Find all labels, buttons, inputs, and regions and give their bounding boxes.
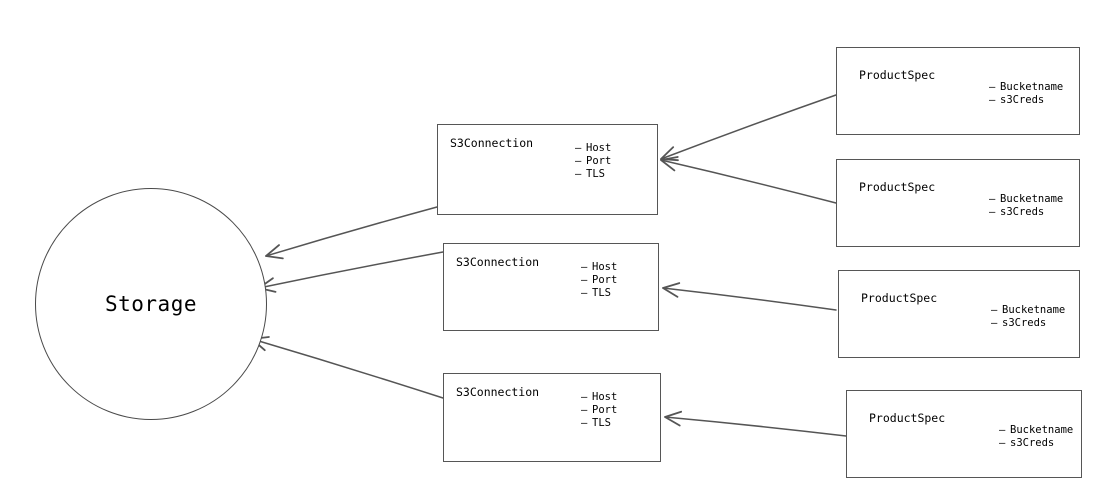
field-row: –s3Creds bbox=[999, 437, 1073, 450]
field-row: –Bucketname bbox=[991, 304, 1065, 317]
field-row: –Host bbox=[581, 261, 617, 274]
field-row: –Bucketname bbox=[989, 193, 1063, 206]
field-label: Port bbox=[592, 404, 618, 416]
field-label: Bucketname bbox=[1010, 424, 1074, 436]
dash-bullet-icon: – bbox=[581, 404, 588, 416]
field-label: TLS bbox=[592, 287, 611, 299]
field-row: –s3Creds bbox=[989, 206, 1063, 219]
s3-connection-title-1: S3Connection bbox=[450, 136, 534, 150]
product-spec-title-4: ProductSpec bbox=[869, 411, 946, 425]
dash-bullet-icon: – bbox=[989, 94, 996, 106]
s3-connection-fields-3: –Host –Port –TLS bbox=[581, 391, 617, 430]
s3-connection-box-3[interactable]: S3Connection –Host –Port –TLS bbox=[443, 373, 661, 462]
dash-bullet-icon: – bbox=[575, 155, 582, 167]
field-row: –TLS bbox=[575, 168, 611, 181]
dash-bullet-icon: – bbox=[581, 261, 588, 273]
product-spec-fields-2: –Bucketname –s3Creds bbox=[989, 193, 1063, 219]
edge-line bbox=[660, 159, 837, 204]
edge-line bbox=[664, 416, 847, 437]
field-row: –s3Creds bbox=[991, 317, 1065, 330]
field-label: Port bbox=[592, 274, 618, 286]
field-label: Bucketname bbox=[1000, 81, 1064, 93]
field-label: Host bbox=[592, 391, 618, 403]
dash-bullet-icon: – bbox=[989, 206, 996, 218]
dash-bullet-icon: – bbox=[991, 304, 998, 316]
edge-arrowhead-icon bbox=[664, 410, 683, 427]
dash-bullet-icon: – bbox=[581, 417, 588, 429]
field-label: s3Creds bbox=[1000, 206, 1045, 218]
dash-bullet-icon: – bbox=[575, 168, 582, 180]
field-label: s3Creds bbox=[1002, 317, 1047, 329]
product-spec-fields-3: –Bucketname –s3Creds bbox=[991, 304, 1065, 330]
field-row: –TLS bbox=[581, 417, 617, 430]
field-row: –Port bbox=[581, 404, 617, 417]
field-row: –Port bbox=[575, 155, 611, 168]
edge-arrowhead-icon bbox=[660, 146, 679, 162]
product-spec-fields-1: –Bucketname –s3Creds bbox=[989, 81, 1063, 107]
dash-bullet-icon: – bbox=[575, 142, 582, 154]
field-row: –s3Creds bbox=[989, 94, 1063, 107]
field-label: s3Creds bbox=[1010, 437, 1055, 449]
s3-connection-box-2[interactable]: S3Connection –Host –Port –TLS bbox=[443, 243, 659, 331]
edge-line bbox=[662, 287, 837, 311]
field-row: –Bucketname bbox=[989, 81, 1063, 94]
product-spec-title-3: ProductSpec bbox=[861, 291, 938, 305]
product-spec-box-1[interactable]: ProductSpec –Bucketname –s3Creds bbox=[836, 47, 1080, 135]
field-row: –Bucketname bbox=[999, 424, 1073, 437]
storage-node[interactable]: Storage bbox=[35, 188, 267, 420]
field-row: –TLS bbox=[581, 287, 617, 300]
s3-connection-title-2: S3Connection bbox=[456, 255, 540, 269]
edge-arrowhead-icon bbox=[662, 282, 681, 298]
field-label: Host bbox=[592, 261, 618, 273]
dash-bullet-icon: – bbox=[989, 81, 996, 93]
product-spec-box-3[interactable]: ProductSpec –Bucketname –s3Creds bbox=[838, 270, 1080, 358]
dash-bullet-icon: – bbox=[999, 424, 1006, 436]
edge-arrowhead-icon bbox=[660, 156, 679, 172]
edge-line bbox=[251, 338, 444, 399]
dash-bullet-icon: – bbox=[581, 287, 588, 299]
s3-connection-fields-1: –Host –Port –TLS bbox=[575, 142, 611, 181]
field-row: –Host bbox=[581, 391, 617, 404]
s3-connection-title-3: S3Connection bbox=[456, 385, 540, 399]
edge-line bbox=[265, 206, 438, 257]
storage-node-label: Storage bbox=[104, 292, 197, 316]
dash-bullet-icon: – bbox=[581, 274, 588, 286]
field-row: –Port bbox=[581, 274, 617, 287]
field-label: TLS bbox=[586, 168, 605, 180]
product-spec-box-4[interactable]: ProductSpec –Bucketname –s3Creds bbox=[846, 390, 1082, 478]
field-label: Port bbox=[586, 155, 612, 167]
field-row: –Host bbox=[575, 142, 611, 155]
dash-bullet-icon: – bbox=[991, 317, 998, 329]
field-label: s3Creds bbox=[1000, 94, 1045, 106]
field-label: Host bbox=[586, 142, 612, 154]
product-spec-title-1: ProductSpec bbox=[859, 68, 936, 82]
edge-line bbox=[258, 251, 444, 289]
dash-bullet-icon: – bbox=[989, 193, 996, 205]
dash-bullet-icon: – bbox=[999, 437, 1006, 449]
s3-connection-fields-2: –Host –Port –TLS bbox=[581, 261, 617, 300]
field-label: Bucketname bbox=[1002, 304, 1066, 316]
product-spec-fields-4: –Bucketname –s3Creds bbox=[999, 424, 1073, 450]
edge-arrowhead-icon bbox=[265, 244, 284, 260]
edge-line bbox=[660, 94, 837, 160]
field-label: Bucketname bbox=[1000, 193, 1064, 205]
product-spec-box-2[interactable]: ProductSpec –Bucketname –s3Creds bbox=[836, 159, 1080, 247]
field-label: TLS bbox=[592, 417, 611, 429]
s3-connection-box-1[interactable]: S3Connection –Host –Port –TLS bbox=[437, 124, 658, 215]
product-spec-title-2: ProductSpec bbox=[859, 180, 936, 194]
dash-bullet-icon: – bbox=[581, 391, 588, 403]
